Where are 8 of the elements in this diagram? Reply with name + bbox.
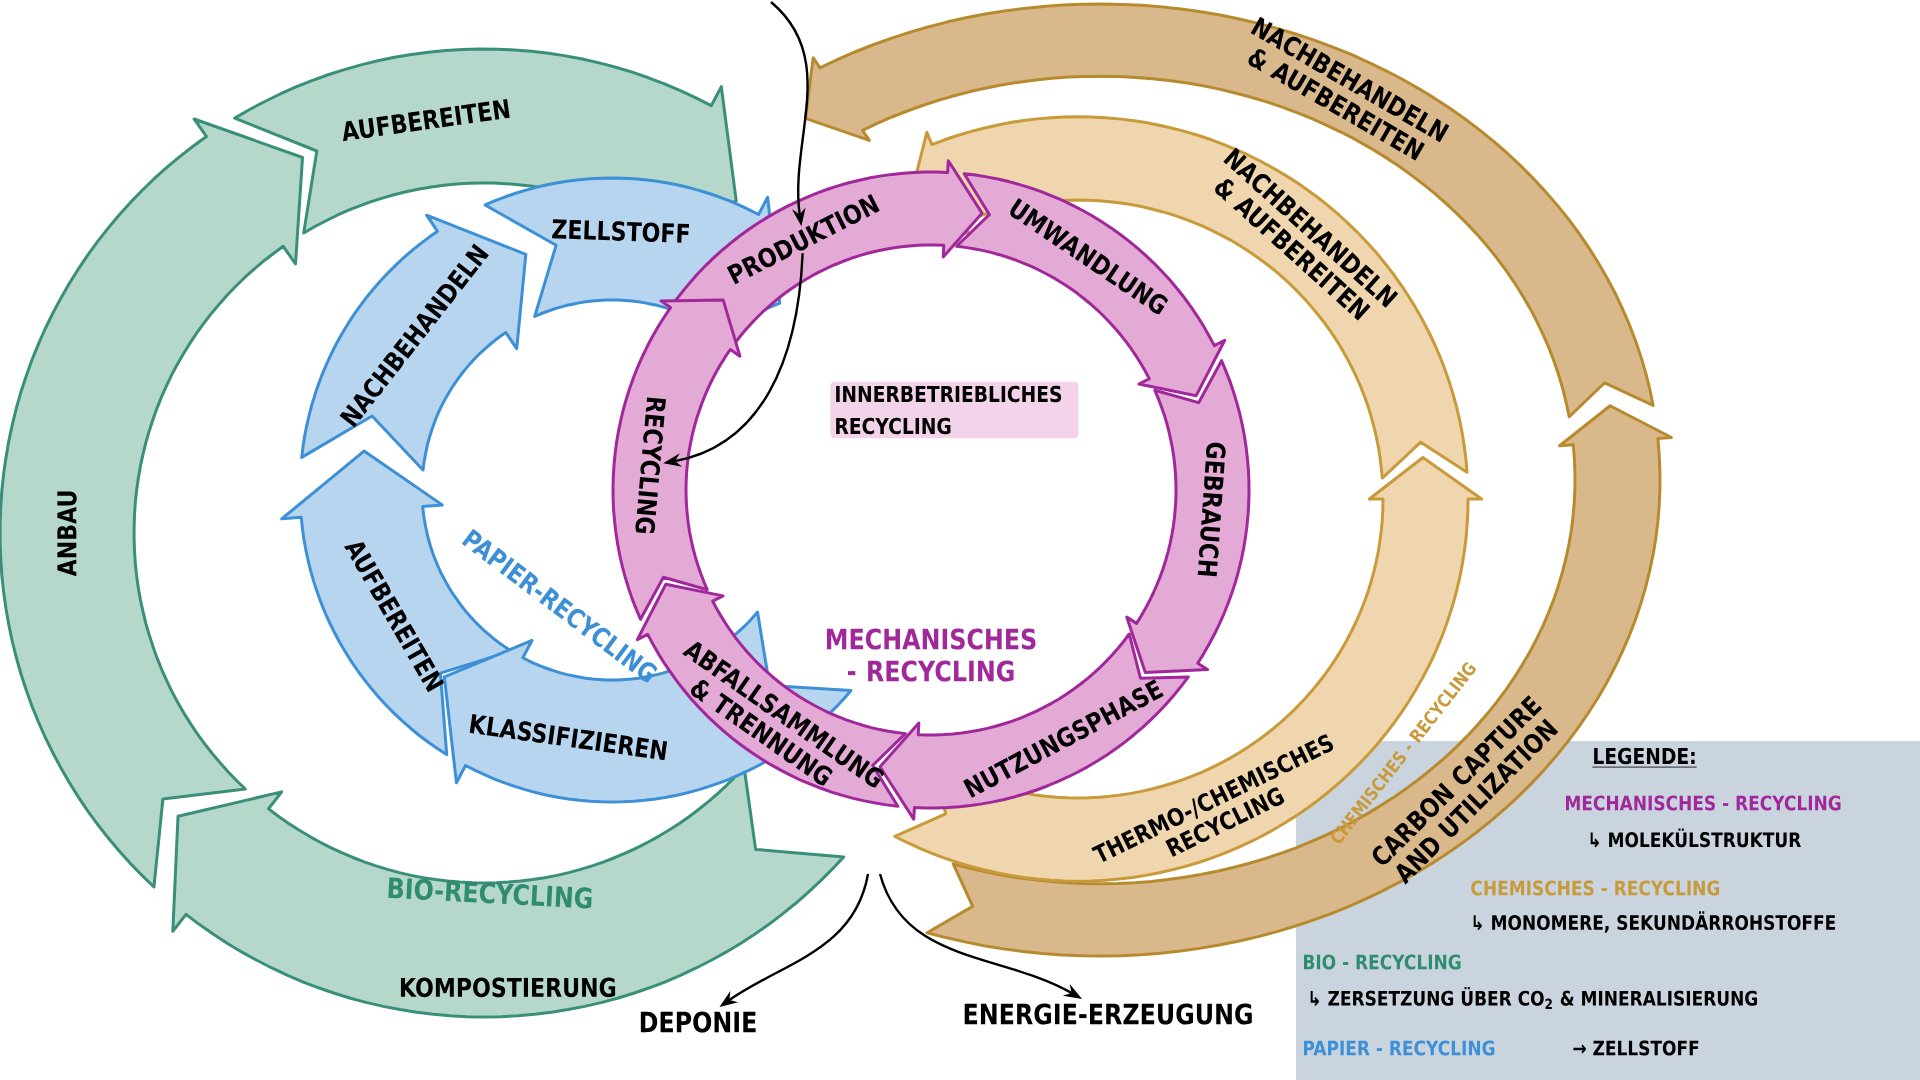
arrow-band: ANBAU <box>0 117 304 889</box>
cycle-label: BIO-RECYCLING <box>388 877 592 909</box>
legend-text: ↳ ZERSETZUNG ÜBER CO$_{2}$ & MINERALISIERUNG <box>1310 986 1757 1009</box>
legend-text: PAPIER - RECYCLING <box>1304 1040 1495 1056</box>
legend-text: → ZELLSTOFF <box>1573 1040 1699 1056</box>
edge-label: INNERBETRIEBLICHES RECYCLING <box>830 381 1079 439</box>
destination-label: ENERGIE-ERZEUGUNG <box>964 1003 1252 1025</box>
arrow-band: GEBRAUCH <box>1125 359 1251 675</box>
